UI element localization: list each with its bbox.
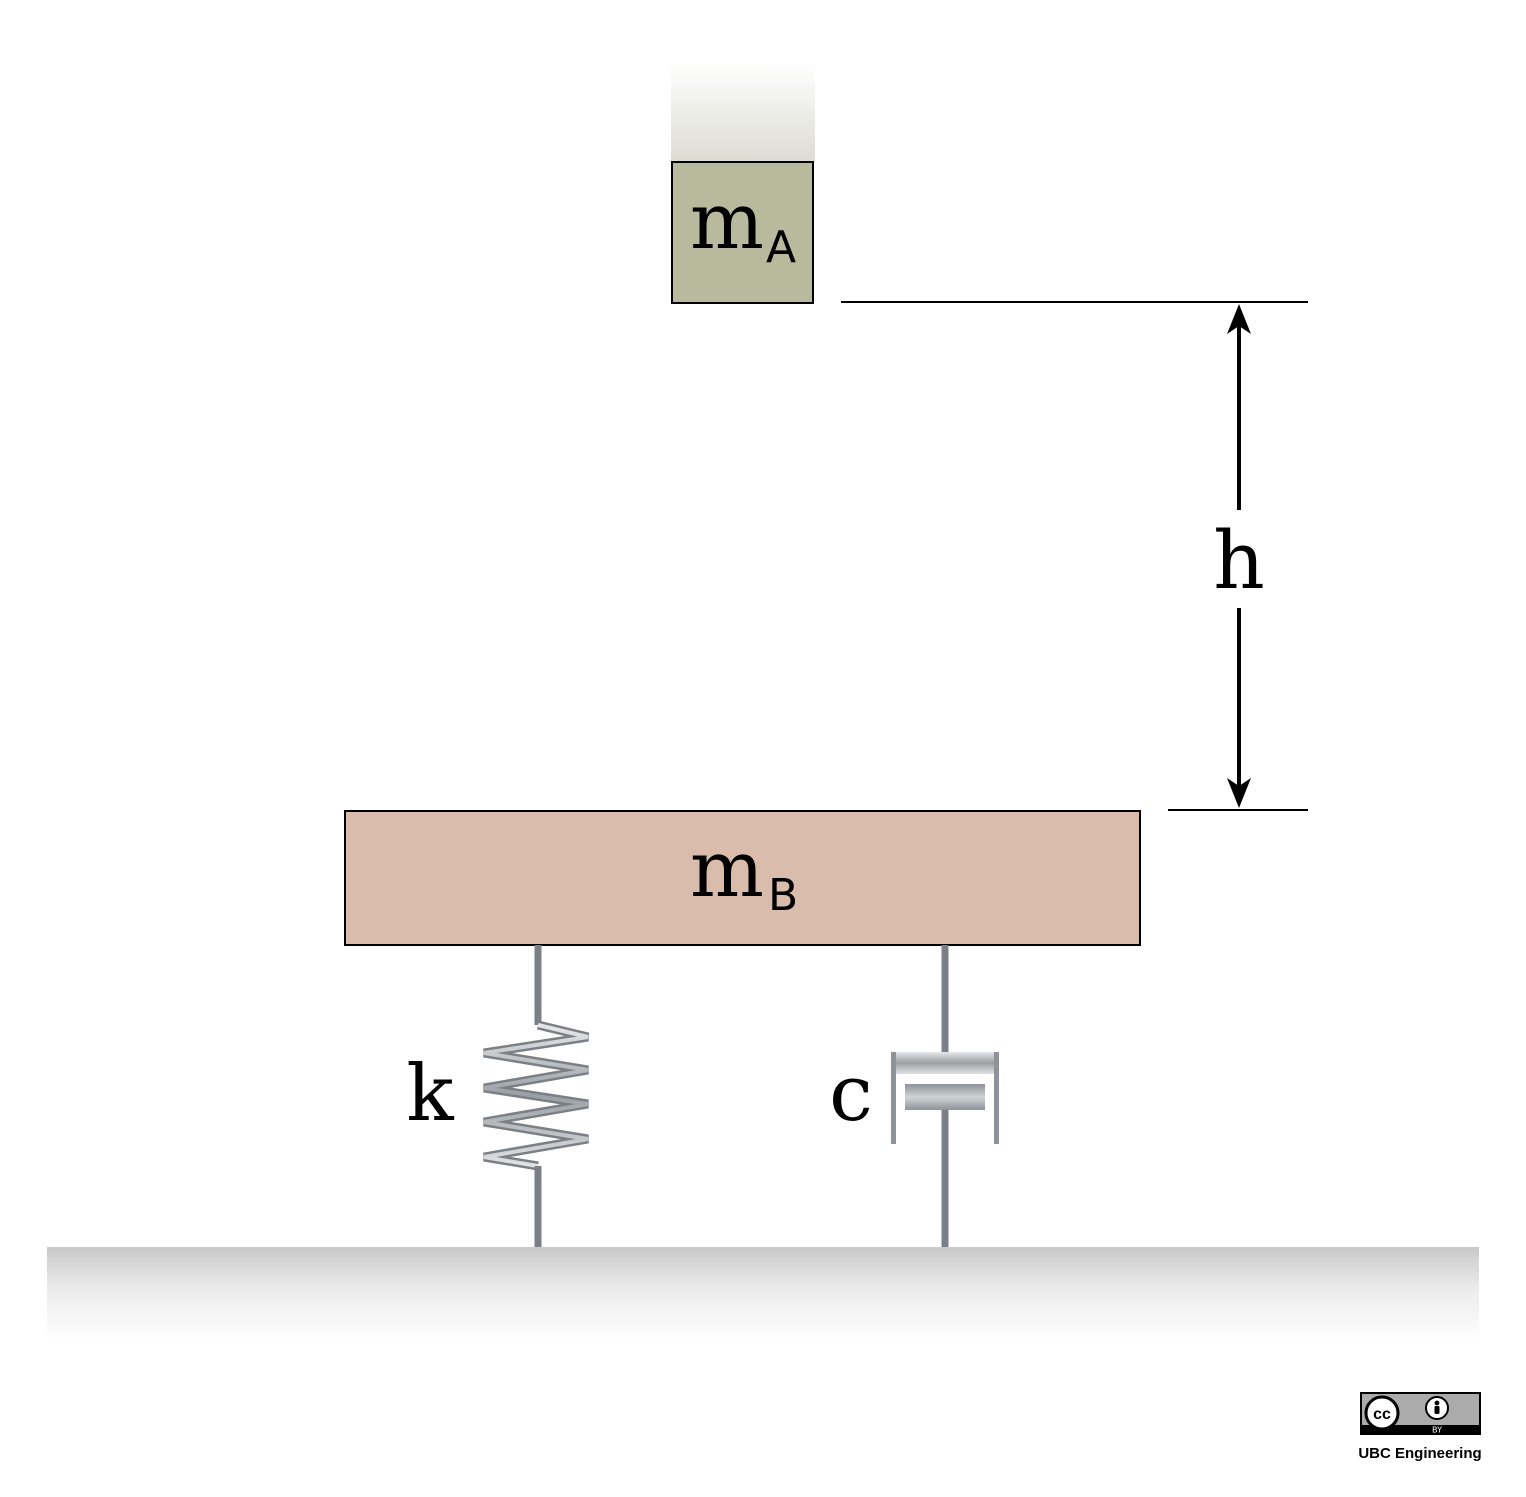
svg-text:cc: cc (1373, 1406, 1391, 1423)
ground (47, 1247, 1479, 1341)
damper-label: c (829, 1049, 873, 1139)
license-badge-by: BY (1432, 1426, 1442, 1435)
mass-a-label: m (690, 177, 764, 267)
mass-a-motion-trail (671, 62, 815, 162)
mass-b-label: m (690, 825, 764, 915)
attribution-person-icon (1425, 1396, 1449, 1420)
height-label: h (1213, 514, 1265, 607)
spring (483, 945, 590, 1248)
mass-b-subscript: B (768, 870, 798, 921)
creative-commons-icon: cc (1364, 1395, 1400, 1431)
damper (891, 945, 999, 1248)
spring-label: k (406, 1049, 454, 1139)
credit-text: UBC Engineering (1358, 1445, 1481, 1462)
mass-a-block (671, 161, 814, 304)
mass-b-block (344, 810, 1141, 946)
height-dimension-arrow (1227, 304, 1251, 808)
mass-a-subscript: A (766, 222, 796, 273)
license-badge: cc BY (1360, 1392, 1481, 1435)
